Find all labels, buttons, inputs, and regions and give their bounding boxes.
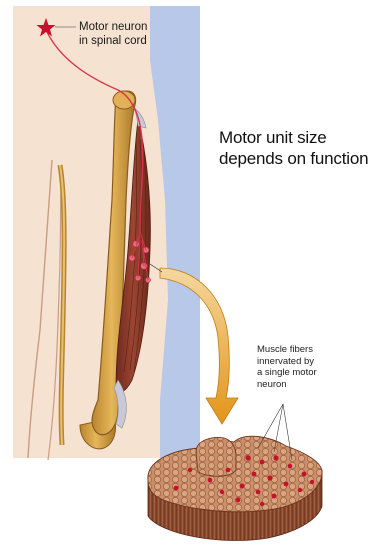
motor-neuron-label: Motor neuron in spinal cord [77,19,149,49]
muscle-fibers-label: Muscle fibers innervated by a single mot… [257,344,317,390]
diagram-title: Motor unit size depends on function [219,127,368,169]
limb-illustration-panel [13,6,200,460]
